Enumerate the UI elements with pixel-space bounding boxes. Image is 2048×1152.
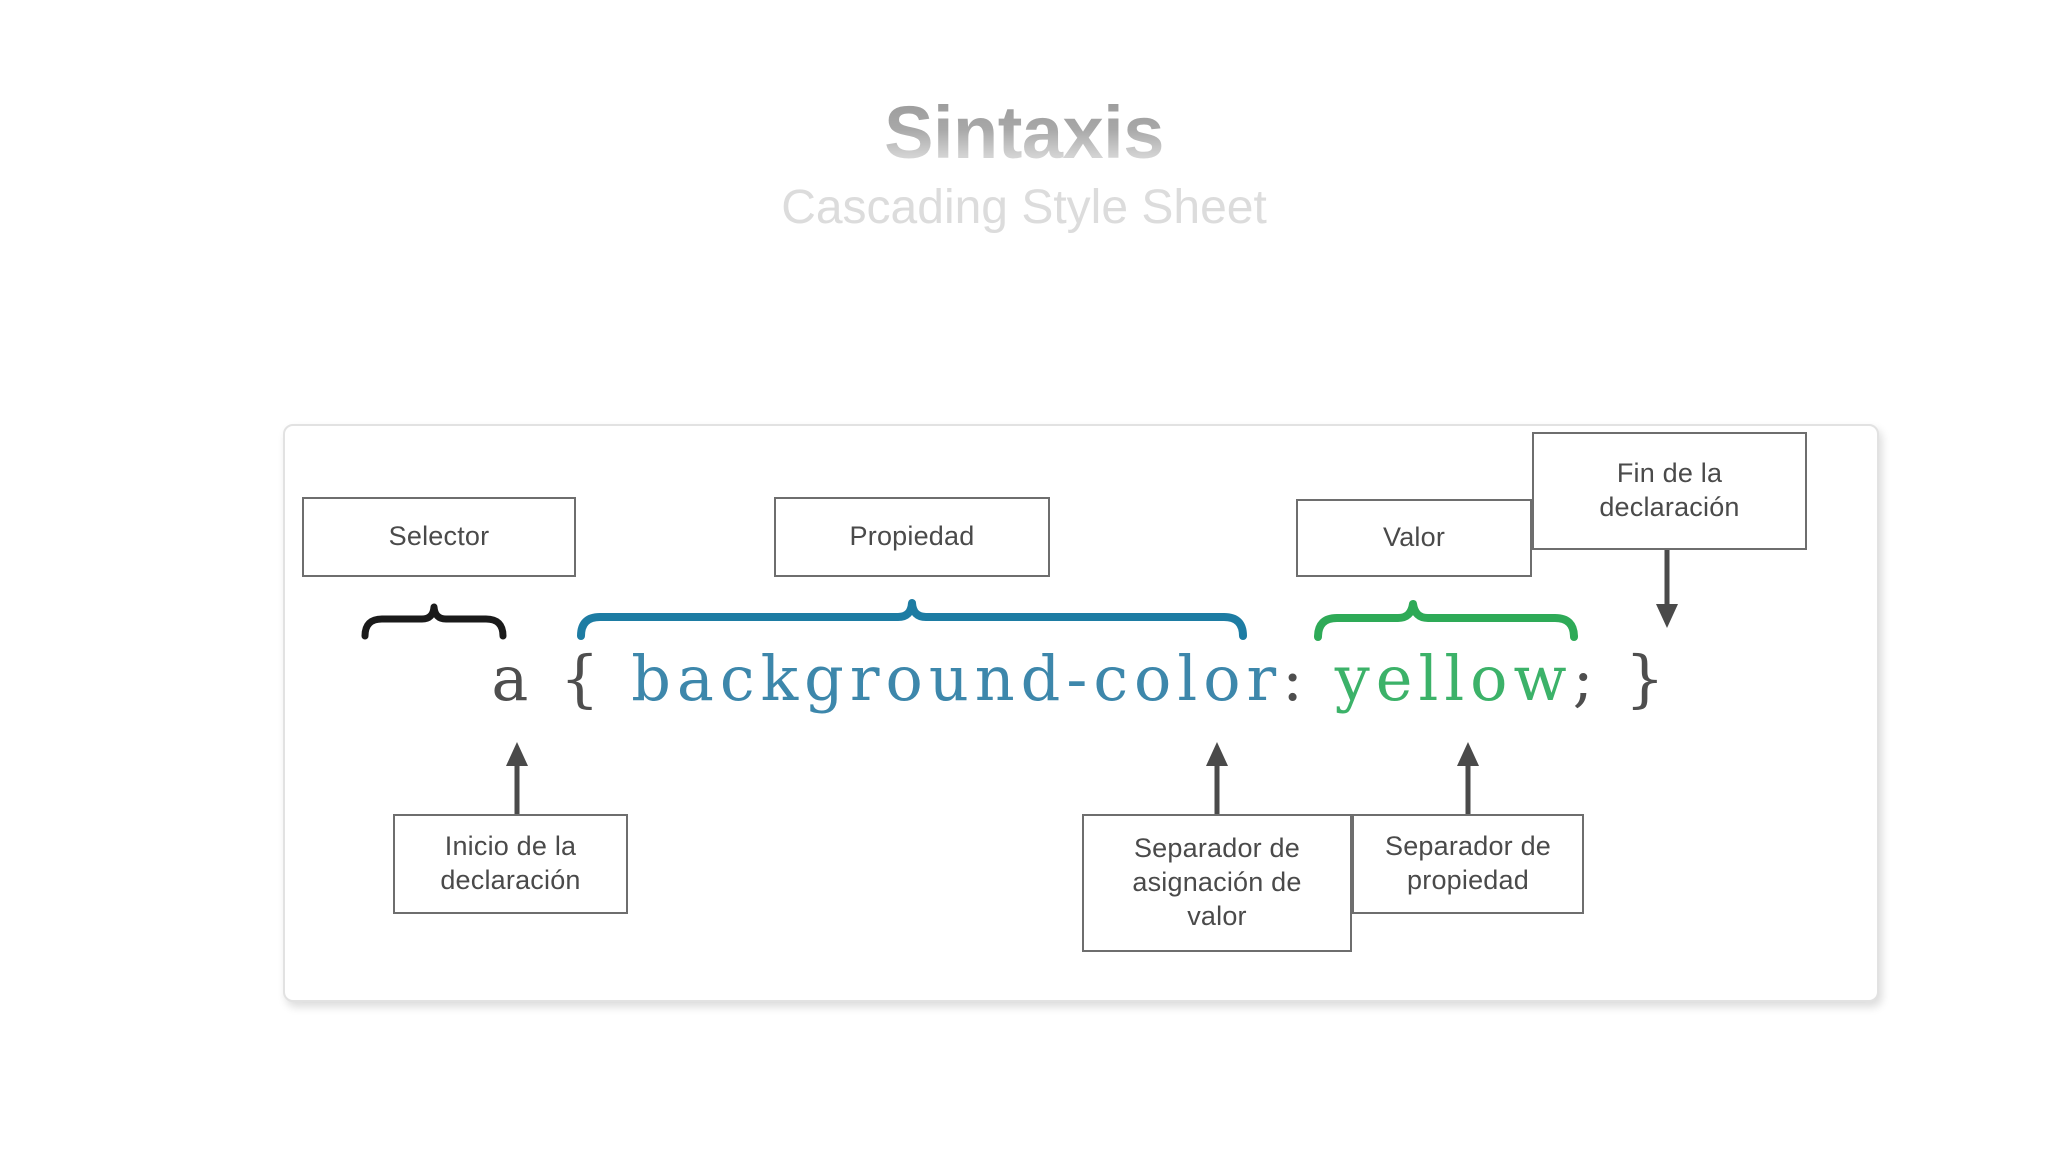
code-space-2 (606, 642, 632, 715)
label-box-fin-declaracion: Fin de la declaración (1532, 432, 1807, 550)
code-space-3 (1309, 642, 1335, 715)
code-close-brace: } (1625, 642, 1671, 715)
value-brace-icon (1314, 600, 1578, 641)
code-colon: : (1282, 642, 1310, 715)
code-space-4 (1599, 642, 1625, 715)
code-space-1 (534, 642, 560, 715)
label-box-valor: Valor (1296, 499, 1532, 577)
fin-declaracion-arrow-icon (1656, 550, 1678, 628)
code-selector: a (491, 642, 535, 715)
inicio-declaracion-arrow-icon (506, 742, 528, 814)
label-box-separador-propiedad: Separador de propiedad (1352, 814, 1584, 914)
label-box-separador-asignacion-valor: Separador de asignación de valor (1082, 814, 1352, 952)
code-semicolon: ; (1572, 642, 1600, 715)
syntax-diagram-inner: a { background-color: yellow; } (285, 426, 1877, 1000)
code-open-brace: { (560, 642, 606, 715)
title-block: Sintaxis Cascading Style Sheet (0, 96, 2048, 232)
separador-propiedad-arrow-icon (1457, 742, 1479, 814)
label-box-selector: Selector (302, 497, 576, 577)
syntax-diagram-card: a { background-color: yellow; } (283, 424, 1879, 1002)
css-code-line: a { background-color: yellow; } (285, 648, 1877, 710)
property-brace-icon (577, 599, 1247, 640)
code-property: background-color (631, 642, 1283, 715)
page-subtitle: Cascading Style Sheet (781, 181, 1267, 234)
selector-brace-icon (361, 603, 507, 640)
separador-asignacion-arrow-icon (1206, 742, 1228, 814)
label-box-propiedad: Propiedad (774, 497, 1050, 577)
code-value: yellow (1334, 642, 1573, 715)
label-box-inicio-declaracion: Inicio de la declaración (393, 814, 628, 914)
page-title: Sintaxis (0, 96, 2048, 170)
